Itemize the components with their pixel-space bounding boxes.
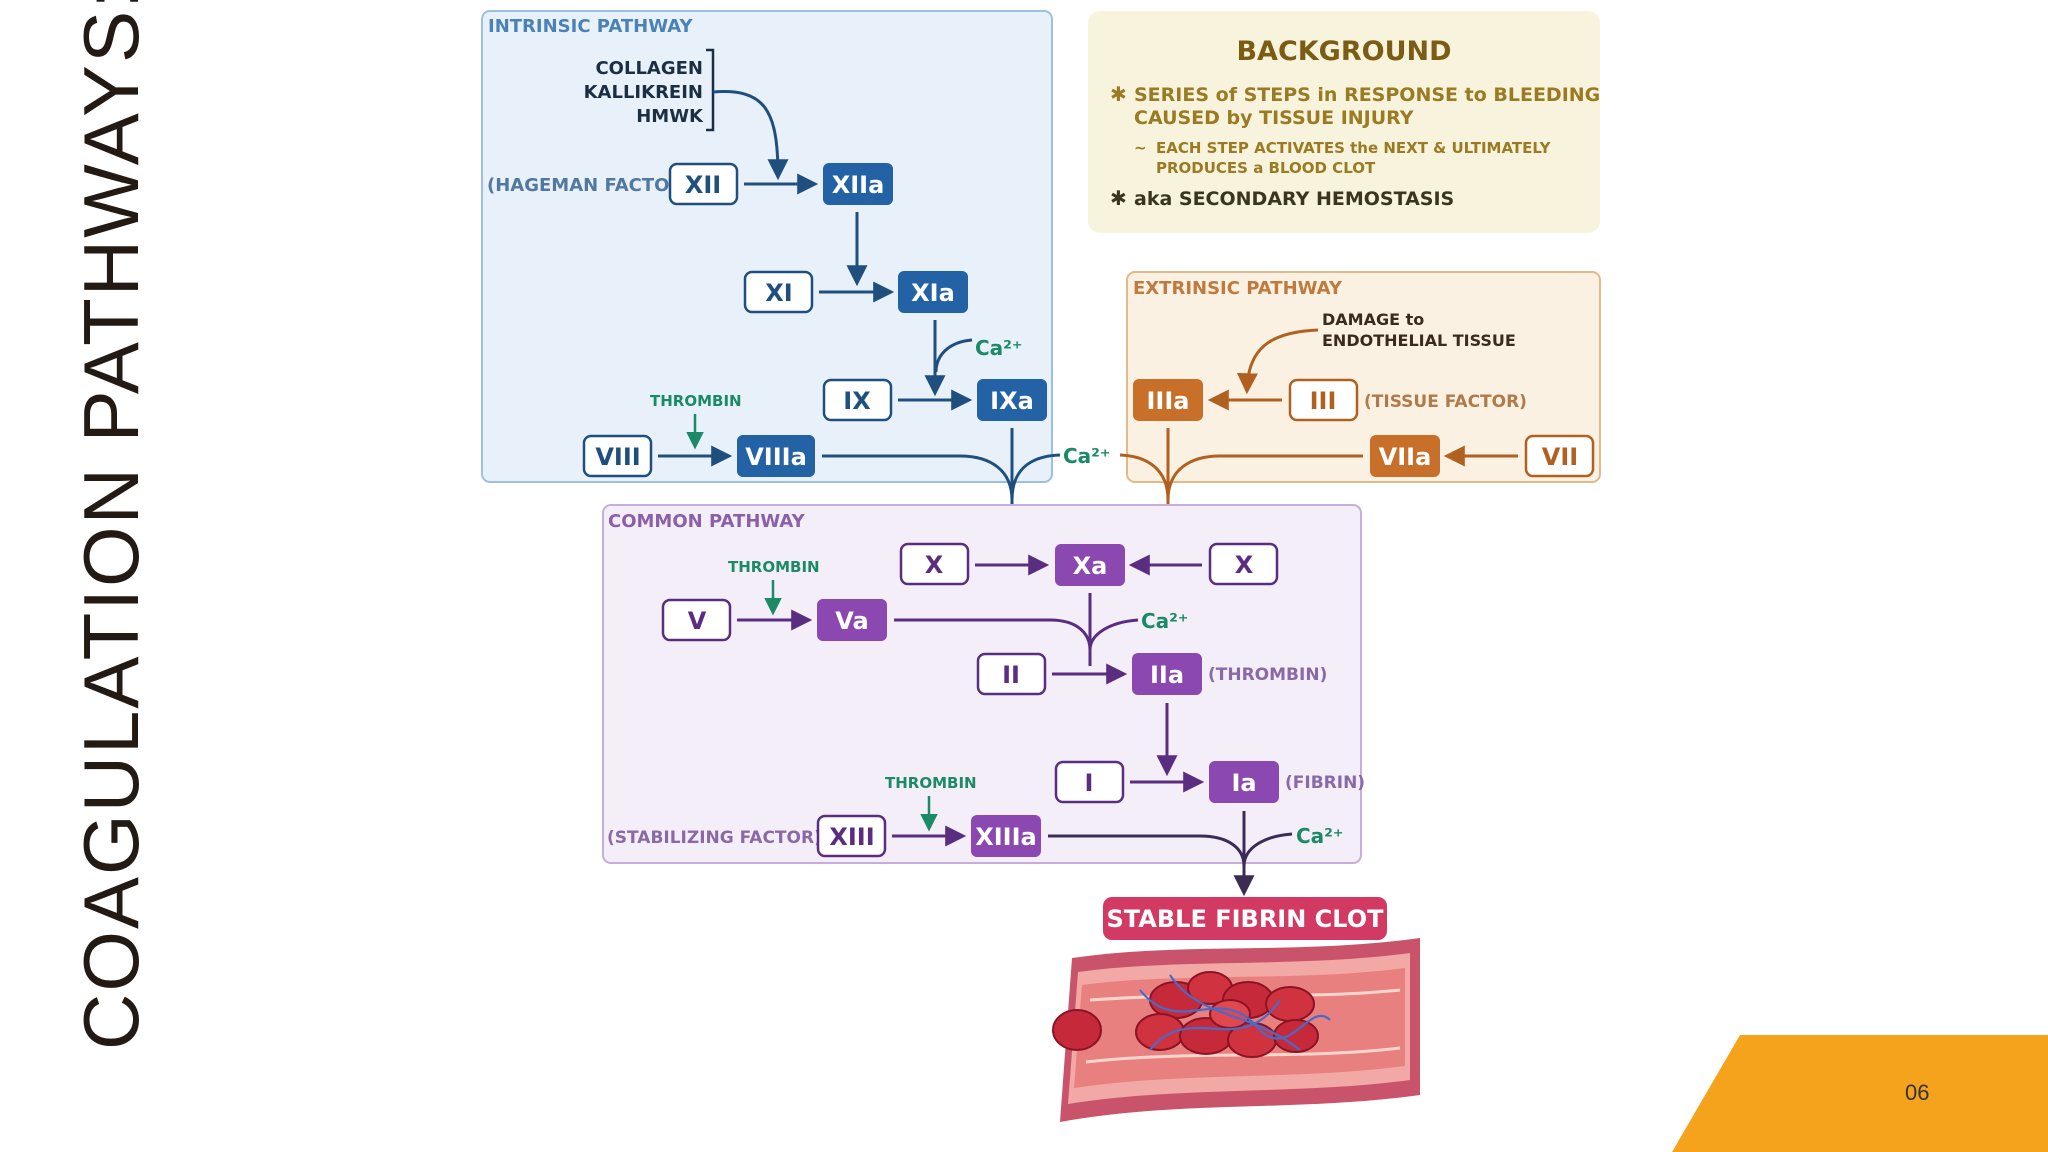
svg-text:XI: XI	[765, 279, 792, 307]
svg-text:IXa: IXa	[990, 387, 1034, 415]
trigger-kallikrein: KALLIKREIN	[584, 82, 703, 103]
svg-text:VII: VII	[1542, 443, 1578, 471]
hageman-label: (HAGEMAN FACTOR)	[487, 175, 692, 196]
trigger-hmwk: HMWK	[636, 106, 704, 127]
intrinsic-title: INTRINSIC PATHWAY	[488, 16, 693, 37]
ca-join-2	[1010, 453, 1061, 501]
ca-label-4: Ca²⁺	[1296, 824, 1344, 848]
damage-line2: ENDOTHELIAL TISSUE	[1322, 331, 1516, 350]
factor-iia: IIa	[1132, 653, 1202, 695]
factor-xii: XII	[668, 162, 739, 206]
trigger-collagen: COLLAGEN	[595, 58, 703, 79]
svg-text:IX: IX	[843, 387, 871, 415]
svg-text:XIIa: XIIa	[832, 171, 885, 199]
extrinsic-title: EXTRINSIC PATHWAY	[1133, 278, 1343, 299]
background-panel	[1088, 11, 1600, 233]
factor-x-right: X	[1208, 542, 1279, 586]
background-sub-line2: PRODUCES a BLOOD CLOT	[1156, 159, 1376, 177]
svg-text:V: V	[688, 607, 707, 635]
svg-text:VIIIa: VIIIa	[745, 443, 807, 471]
common-title: COMMON PATHWAY	[608, 511, 806, 532]
thrombin-common-1: THROMBIN	[728, 558, 820, 576]
factor-xiiia: XIIIa	[971, 815, 1041, 857]
trigger-arrow	[712, 90, 789, 181]
extrinsic-panel	[1126, 271, 1601, 483]
svg-text:IIa: IIa	[1150, 661, 1184, 689]
damage-line1: DAMAGE to	[1322, 310, 1424, 329]
thrombin-paren-label: (THROMBIN)	[1208, 665, 1327, 685]
svg-text:III: III	[1310, 387, 1337, 415]
svg-text:X: X	[1235, 551, 1254, 579]
trigger-bracket	[706, 48, 715, 132]
bullet-star-1: ✱	[1110, 82, 1127, 106]
svg-text:I: I	[1085, 769, 1094, 797]
bullet-star-2: ✱	[1110, 186, 1127, 210]
factor-iii: III	[1288, 378, 1359, 422]
thrombin-common-2: THROMBIN	[885, 774, 977, 792]
ca-label-2: Ca²⁺	[1063, 444, 1111, 468]
svg-text:XII: XII	[685, 171, 721, 199]
background-bullet1-line2: CAUSED by TISSUE INJURY	[1134, 107, 1414, 129]
intrinsic-panel	[481, 10, 1053, 483]
thrombin-intrinsic: THROMBIN	[650, 392, 742, 410]
factor-xia: XIa	[898, 271, 968, 313]
factor-xiii: XIII	[816, 814, 887, 858]
svg-text:STABLE FIBRIN CLOT: STABLE FIBRIN CLOT	[1107, 905, 1385, 933]
factor-va: Va	[817, 599, 887, 641]
background-bullet2: aka SECONDARY HEMOSTASIS	[1134, 188, 1454, 210]
factor-ii: II	[976, 652, 1047, 696]
ca-join-1	[934, 338, 973, 373]
svg-text:X: X	[925, 551, 944, 579]
svg-text:VIII: VIII	[595, 443, 640, 471]
factor-viii: VIII	[582, 434, 653, 478]
stabilizing-label: (STABILIZING FACTOR)	[607, 828, 822, 848]
svg-text:Va: Va	[835, 607, 868, 635]
factor-iiia: IIIa	[1133, 379, 1203, 421]
factor-v: V	[661, 598, 732, 642]
background-bullet1-line1: SERIES of STEPS in RESPONSE to BLEEDING	[1134, 84, 1600, 106]
viia-join	[1166, 454, 1363, 501]
ca-join-5	[1242, 832, 1293, 867]
factor-ixa: IXa	[977, 379, 1047, 421]
page-number: 06	[1905, 1080, 1930, 1105]
factor-xiia: XIIa	[823, 163, 893, 205]
background-sub-dash: ~	[1134, 139, 1147, 157]
background-sub-line1: EACH STEP ACTIVATES the NEXT & ULTIMATEL…	[1156, 139, 1552, 157]
factor-i: I	[1054, 760, 1125, 804]
ca-label-1: Ca²⁺	[975, 336, 1023, 360]
vessel-illustration	[1052, 938, 1420, 1122]
factor-xa: Xa	[1055, 544, 1125, 586]
viiia-join	[822, 454, 1014, 501]
svg-text:Xa: Xa	[1073, 552, 1108, 580]
factor-xi: XI	[743, 270, 814, 314]
tissue-factor-label: (TISSUE FACTOR)	[1364, 392, 1527, 412]
factor-ix: IX	[822, 378, 893, 422]
ca-label-3: Ca²⁺	[1141, 609, 1189, 633]
svg-text:XIII: XIII	[829, 823, 874, 851]
background-title: BACKGROUND	[1236, 36, 1451, 67]
svg-text:XIa: XIa	[911, 279, 955, 307]
factor-viiia: VIIIa	[737, 435, 815, 477]
svg-text:II: II	[1002, 661, 1020, 689]
factor-x-left: X	[899, 542, 970, 586]
damage-arrow	[1236, 328, 1319, 395]
ca-join-3	[1119, 453, 1170, 501]
svg-text:IIIa: IIIa	[1147, 387, 1190, 415]
factor-viia: VIIa	[1370, 435, 1440, 477]
svg-text:XIIIa: XIIIa	[975, 823, 1037, 851]
ca-join-4	[1088, 618, 1139, 651]
svg-text:Ia: Ia	[1231, 769, 1256, 797]
stable-fibrin-clot-label: STABLE FIBRIN CLOT	[1103, 897, 1387, 940]
factor-vii: VII	[1524, 434, 1595, 478]
fibrin-paren-label: (FIBRIN)	[1285, 773, 1365, 793]
factor-ia: Ia	[1209, 761, 1279, 803]
svg-text:VIIa: VIIa	[1379, 443, 1432, 471]
